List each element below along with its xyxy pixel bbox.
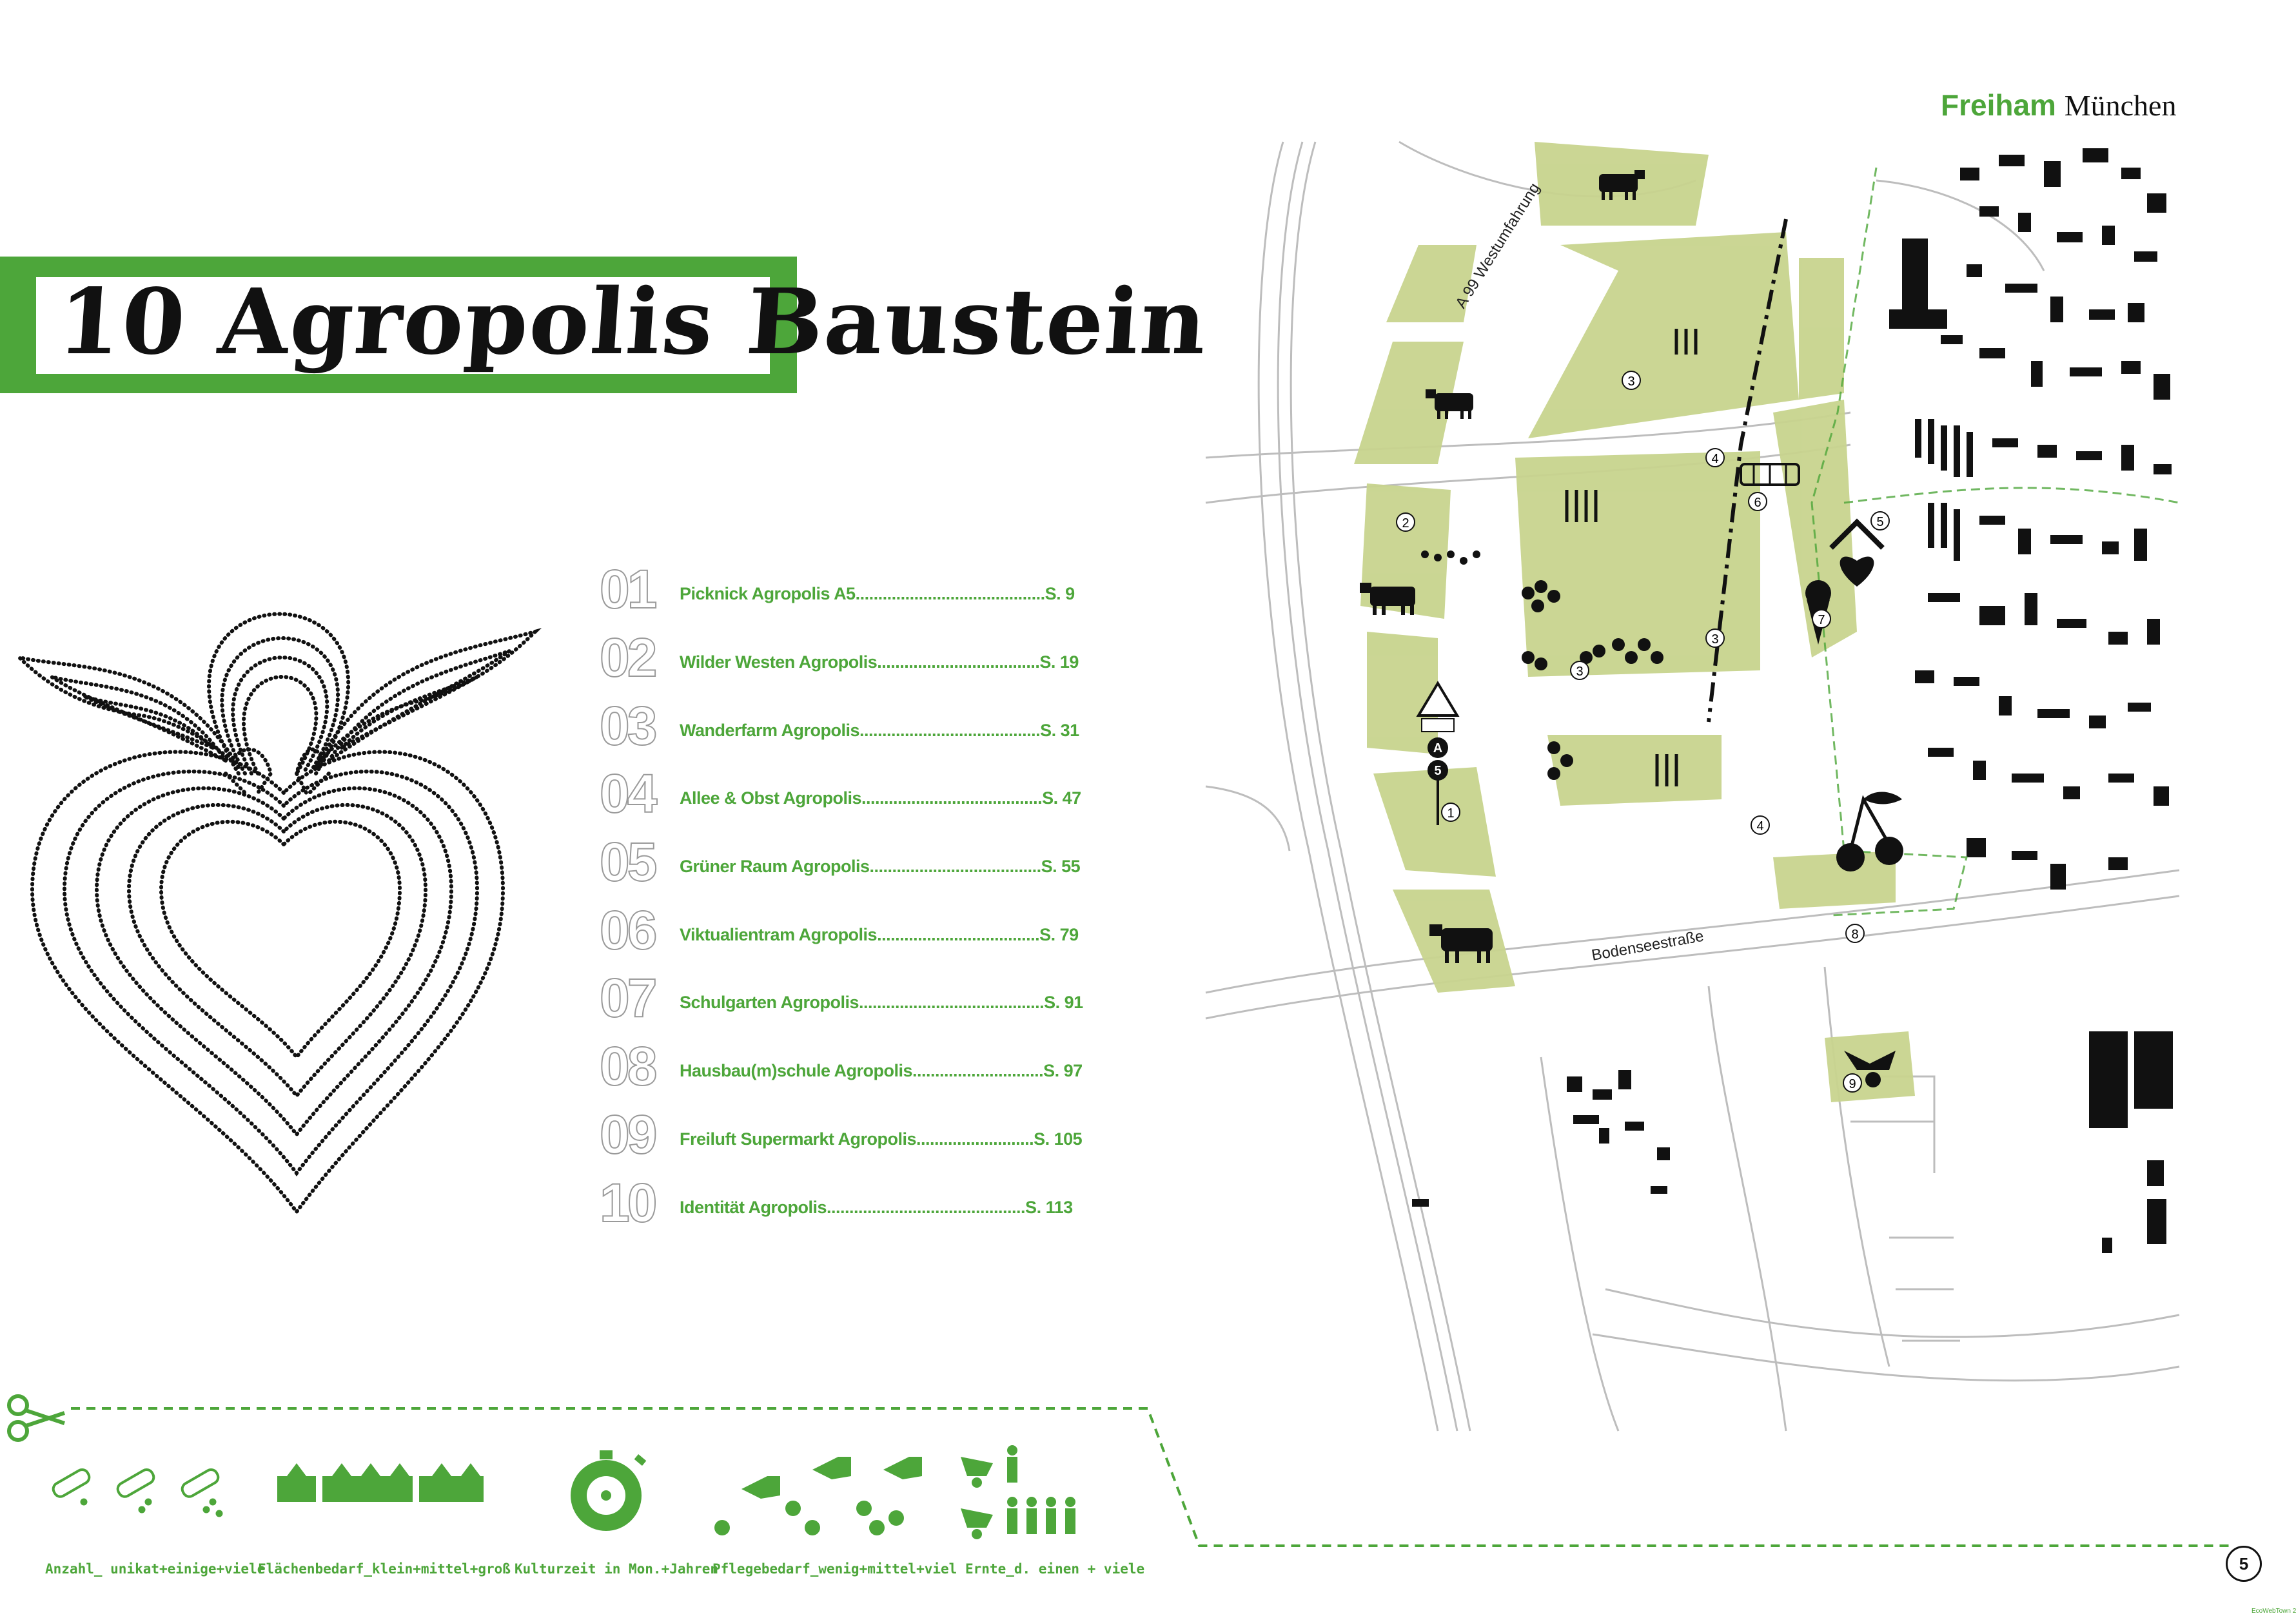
toc-item[interactable]: 04 Allee & Obst Agropolis...............… <box>599 763 1090 827</box>
cherry-icon <box>1836 792 1903 871</box>
toc-number: 06 <box>599 899 658 961</box>
toc-item[interactable]: 02 Wilder Westen Agropolis..............… <box>599 627 1090 691</box>
toc-number: 02 <box>599 627 658 688</box>
toc-item[interactable]: 09 Freiluft Supermarkt Agropolis........… <box>599 1104 1090 1168</box>
wheelbarrow-icon <box>1844 1051 1896 1087</box>
toc-item[interactable]: 07 Schulgarten Agropolis................… <box>599 967 1090 1031</box>
footer-credit: EcoWebTown 2 <box>2252 1608 2296 1615</box>
site-map: A 99 Westumfahrung Bodenseestraße <box>1205 141 2180 1432</box>
toc-item[interactable]: 01 Picknick Agropolis A5................… <box>599 558 1090 623</box>
toc-number: 01 <box>599 558 658 620</box>
city-name-dark: München <box>2064 89 2177 122</box>
cut-line <box>7 1394 2231 1547</box>
toc-item[interactable]: 03 Wanderfarm Agropolis.................… <box>599 695 1090 759</box>
tram-icon <box>1740 463 1800 486</box>
toc-label: Identität Agropolis.....................… <box>680 1198 1073 1217</box>
header-city: Freiham München <box>1941 88 2176 122</box>
map-marker[interactable]: 5 <box>1870 511 1890 531</box>
toc-label: Wanderfarm Agropolis....................… <box>680 721 1079 740</box>
map-markers: 1 2 3 3 3 4 4 5 6 7 8 9 <box>1396 371 1890 1093</box>
svg-text:4: 4 <box>1711 452 1718 466</box>
svg-text:2: 2 <box>1402 516 1409 531</box>
map-marker[interactable]: 2 <box>1396 512 1415 532</box>
wheelbarrow-icon <box>961 1457 993 1539</box>
svg-text:3: 3 <box>1711 632 1718 647</box>
title-box <box>36 277 770 374</box>
cow-icon <box>1429 924 1493 963</box>
toc-number: 04 <box>599 763 658 824</box>
person-icon <box>1007 1445 1075 1534</box>
legend-label-anzahl: Anzahl_ unikat+einige+viele <box>45 1561 266 1577</box>
toc-number: 03 <box>599 695 658 757</box>
test-tube-icon <box>181 1468 223 1517</box>
toc-number: 09 <box>599 1104 658 1165</box>
legend-label-pflege: Pflegebedarf_wenig+mittel+viel <box>712 1561 957 1577</box>
toc-item[interactable]: 10 Identität Agropolis..................… <box>599 1172 1090 1236</box>
toc-label: Viktualientram Agropolis................… <box>680 925 1079 944</box>
svg-text:5: 5 <box>1876 515 1883 529</box>
test-tube-icon <box>52 1468 91 1506</box>
stopwatch-icon <box>571 1450 647 1531</box>
test-tube-icon <box>116 1468 155 1514</box>
toc-label: Freiluft Supermarkt Agropolis...........… <box>680 1129 1083 1149</box>
watering-can-icon <box>714 1457 922 1535</box>
page-number: 5 <box>2226 1546 2262 1582</box>
svg-text:4: 4 <box>1756 819 1763 833</box>
svg-text:3: 3 <box>1627 375 1634 389</box>
toc-number: 10 <box>599 1172 658 1234</box>
svg-text:6: 6 <box>1754 496 1761 510</box>
road-sign-icon: A 5 <box>1416 681 1460 825</box>
sign-a: A <box>1433 741 1442 755</box>
cow-icon <box>1360 583 1415 615</box>
svg-text:3: 3 <box>1576 665 1583 679</box>
svg-text:1: 1 <box>1447 806 1454 821</box>
toc-item[interactable]: 08 Hausbau(m)schule Agropolis...........… <box>599 1035 1090 1100</box>
legend-label-ernte: Ernte_d. einen + viele <box>965 1561 1145 1577</box>
map-marker[interactable]: 8 <box>1845 924 1865 943</box>
map-marker[interactable]: 1 <box>1441 803 1460 822</box>
svg-text:9: 9 <box>1849 1077 1856 1091</box>
agropolis-heart-illustration <box>13 612 542 1216</box>
plant-bed-icon <box>277 1463 484 1502</box>
map-marker[interactable]: 6 <box>1748 492 1767 511</box>
wheat-icon <box>1565 329 1698 786</box>
legend-icons <box>52 1445 1075 1539</box>
map-marker[interactable]: 4 <box>1751 815 1770 835</box>
toc-label: Picknick Agropolis A5...................… <box>680 584 1075 603</box>
toc-label: Wilder Westen Agropolis.................… <box>680 652 1079 672</box>
sign-5: 5 <box>1434 764 1441 778</box>
page-title: 10 Agropolis Bausteine <box>54 269 1270 375</box>
map-marker[interactable]: 9 <box>1843 1073 1862 1093</box>
cow-icon <box>1426 389 1473 419</box>
toc-label: Hausbau(m)schule Agropolis..............… <box>680 1061 1083 1080</box>
map-marker[interactable]: 4 <box>1705 448 1725 467</box>
legend-label-kultur: Kulturzeit in Mon.+Jahren <box>515 1561 719 1577</box>
toc-number: 08 <box>599 1035 658 1097</box>
toc-label: Grüner Raum Agropolis...................… <box>680 857 1081 876</box>
map-marker[interactable]: 3 <box>1705 628 1725 648</box>
city-name-green: Freiham <box>1941 88 2056 122</box>
toc-label: Schulgarten Agropolis...................… <box>680 993 1083 1012</box>
svg-text:7: 7 <box>1818 613 1825 627</box>
toc-number: 07 <box>599 967 658 1029</box>
house-heart-icon <box>1829 518 1885 587</box>
toc-label: Allee & Obst Agropolis..................… <box>680 788 1081 808</box>
map-marker[interactable]: 3 <box>1622 371 1641 390</box>
map-marker[interactable]: 3 <box>1570 661 1589 680</box>
scissors-icon <box>7 1394 65 1442</box>
legend-label-flaeche: Flächenbedarf_klein+mittel+groß <box>258 1561 511 1577</box>
cow-icon <box>1599 170 1645 200</box>
svg-text:8: 8 <box>1851 928 1858 942</box>
toc-number: 05 <box>599 831 658 893</box>
toc-item[interactable]: 05 Grüner Raum Agropolis................… <box>599 831 1090 895</box>
map-marker[interactable]: 7 <box>1812 609 1831 628</box>
toc-item[interactable]: 06 Viktualientram Agropolis.............… <box>599 899 1090 964</box>
